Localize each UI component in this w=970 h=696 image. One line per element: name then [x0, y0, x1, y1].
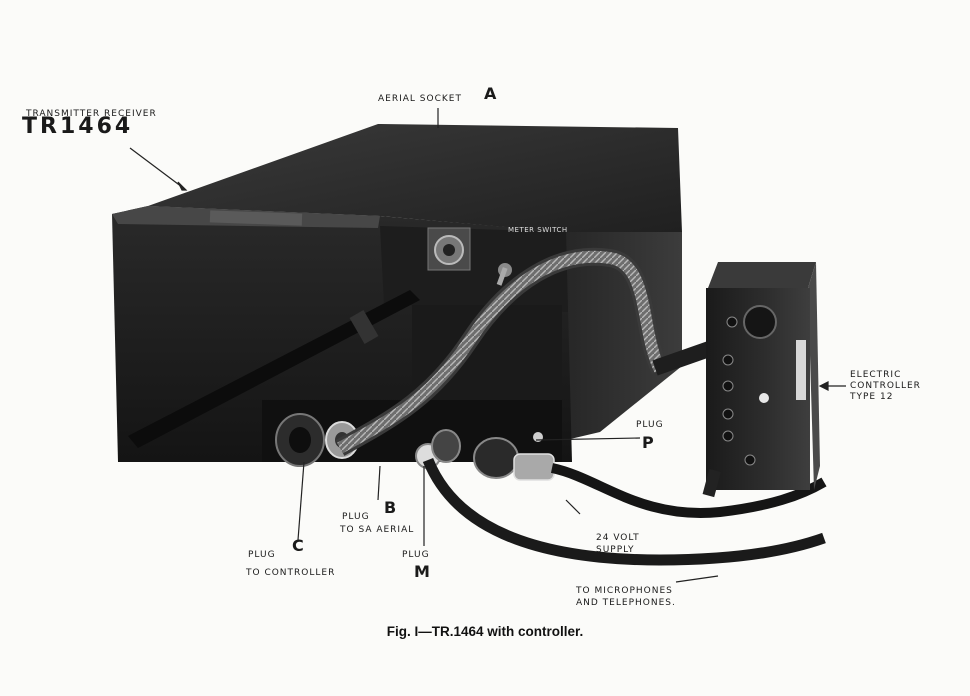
plug-m-connector — [415, 429, 461, 469]
electric-controller-unit — [702, 262, 820, 498]
aerial-socket-label: AERIAL SOCKET — [378, 94, 462, 104]
transmitter-receiver-label: TRANSMITTER RECEIVER — [26, 109, 157, 119]
supply-label-1: 24 VOLT — [596, 533, 640, 543]
plug-b-label: PLUG — [342, 512, 370, 522]
microphone-cable — [422, 457, 826, 566]
figure-caption: Fig. I—TR.1464 with controller. — [386, 624, 584, 639]
electric-controller-label-2: CONTROLLER — [850, 381, 921, 391]
plug-b-description: TO SA AERIAL — [340, 525, 415, 535]
plug-m-letter: M — [414, 562, 430, 581]
plug-c-description: TO CONTROLLER — [246, 568, 336, 578]
supply-cable — [550, 463, 827, 518]
meter-switch-label: METER SWITCH — [508, 226, 568, 234]
plug-c-label: PLUG — [248, 550, 276, 560]
plug-m-label: PLUG — [402, 550, 430, 560]
aerial-socket-letter: A — [484, 84, 497, 103]
microphones-label-1: TO MICROPHONES — [576, 586, 673, 596]
electric-controller-label-3: TYPE 12 — [850, 392, 894, 402]
plug-p-letter: P — [642, 433, 654, 452]
electric-controller-label-1: ELECTRIC — [850, 370, 902, 380]
leader-lines — [129, 108, 846, 583]
plug-c-connector — [275, 413, 325, 467]
plug-p-label: PLUG — [636, 420, 664, 430]
microphones-label-2: AND TELEPHONES. — [576, 598, 676, 608]
model-label: TR1464 — [22, 114, 134, 139]
supply-label-2: SUPPLY — [596, 545, 635, 555]
plug-p-connector — [473, 432, 555, 481]
plug-c-letter: C — [292, 536, 304, 555]
plug-b-letter: B — [384, 498, 397, 517]
